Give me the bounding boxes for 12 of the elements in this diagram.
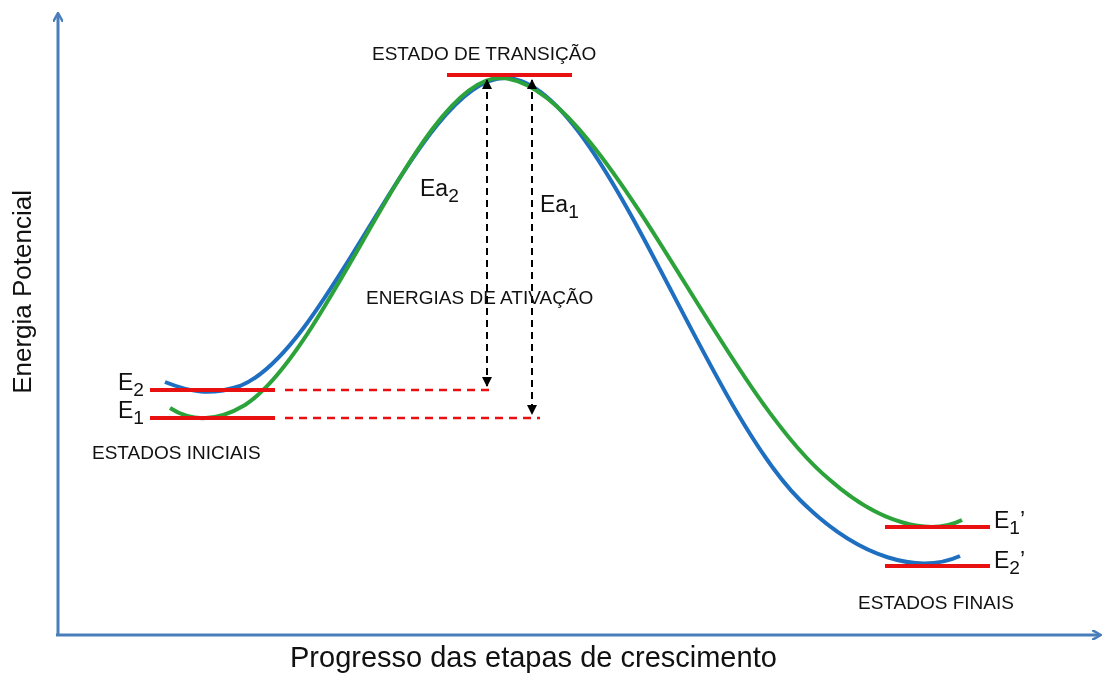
symbol-label: Ea$_{1}$ <box>540 192 579 222</box>
axis-title: Progresso das etapas de crescimento <box>290 642 777 674</box>
axis-title: Energia Potencial <box>8 190 37 394</box>
symbol-label: Ea$_{2}$ <box>420 176 459 206</box>
symbol-label: E$_{2}$’ <box>994 548 1026 578</box>
symbol-label: E$_{2}$ <box>118 370 144 400</box>
symbol-label: E$_{1}$ <box>118 398 144 428</box>
annotation-text: ESTADOS FINAIS <box>858 593 1014 614</box>
symbol-label: E$_{1}$’ <box>994 508 1026 538</box>
annotation-text: ESTADOS INICIAIS <box>92 443 261 464</box>
annotation-text: ENERGIAS DE ATIVAÇÃO <box>366 288 594 309</box>
annotation-text: ESTADO DE TRANSIÇÃO <box>372 44 597 65</box>
